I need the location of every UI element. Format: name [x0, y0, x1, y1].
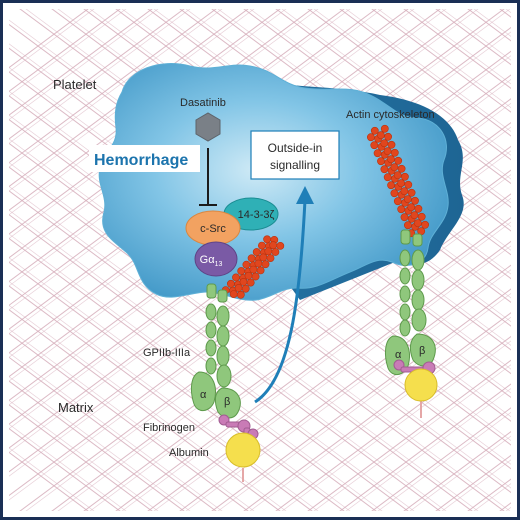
label-beta-left: β	[224, 396, 230, 408]
actin-filament-right	[366, 124, 429, 238]
label-gpiib-iiia: GPIIb-IIIa	[143, 347, 191, 359]
label-14-3-3-zeta: 14-3-3ζ	[238, 209, 275, 221]
platelet-cell-body	[98, 63, 449, 301]
label-alpha-right: α	[395, 349, 402, 361]
label-albumin: Albumin	[169, 447, 209, 459]
label-outside-in-line1: Outside-in	[268, 141, 323, 155]
label-g-alpha: Gα13	[200, 254, 223, 268]
integrin-right	[384, 229, 436, 375]
label-actin-cytoskeleton: Actin cytoskeleton	[346, 109, 435, 121]
hemorrhage-box	[89, 145, 200, 172]
label-matrix: Matrix	[58, 400, 94, 415]
label-hemorrhage: Hemorrhage	[94, 152, 188, 169]
label-beta-right: β	[419, 345, 425, 357]
protein-g-alpha-13	[194, 241, 238, 277]
outside-in-arrowhead	[296, 186, 314, 204]
label-outside-in-line2: signalling	[270, 158, 320, 172]
albumin-right	[404, 368, 438, 418]
integrin-left	[190, 283, 241, 419]
outside-in-arrow	[254, 199, 307, 404]
dasatinib-hexagon	[195, 112, 221, 142]
albumin-left	[225, 432, 261, 482]
label-dasatinib: Dasatinib	[180, 97, 226, 109]
label-g-alpha-main: Gα	[200, 254, 216, 266]
label-c-src: c-Src	[200, 223, 226, 235]
label-platelet: Platelet	[53, 77, 97, 92]
actin-filament-left	[221, 235, 285, 299]
label-fibrinogen: Fibrinogen	[143, 422, 195, 434]
outside-in-box	[250, 130, 340, 180]
label-alpha-left: α	[200, 389, 207, 401]
label-g-alpha-sub: 13	[215, 261, 223, 268]
